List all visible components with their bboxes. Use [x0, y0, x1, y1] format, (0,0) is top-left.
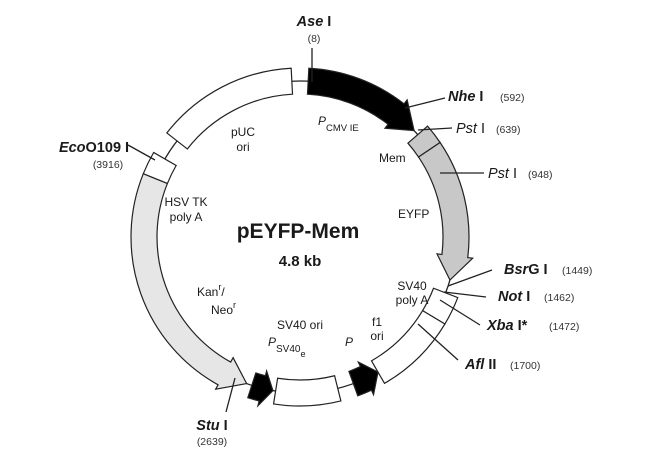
- site-not: Not I: [498, 289, 530, 305]
- site-stu: Stu I: [196, 418, 227, 434]
- label-hsv-1: HSV TK: [164, 195, 207, 209]
- site-eco-pos: (3916): [93, 159, 123, 171]
- leader-eco: [127, 144, 156, 161]
- sv40-ori-segment: [272, 375, 342, 407]
- plasmid-size: 4.8 kb: [279, 253, 322, 270]
- site-ase-pos: (8): [308, 33, 321, 45]
- label-sv40polya-2: poly A: [396, 293, 429, 307]
- site-pst1-pos: (639): [496, 124, 521, 136]
- f1-ori-segment: [370, 309, 446, 385]
- label-f1-1: f1: [372, 315, 382, 329]
- site-bsrg-pos: (1449): [562, 265, 592, 277]
- leader-stu: [225, 377, 236, 413]
- label-sv40polya-1: SV40: [397, 279, 427, 293]
- label-pcmv: PCMV IE: [318, 114, 359, 134]
- leader-nhe: [404, 97, 446, 109]
- site-xba: Xba I*: [486, 318, 528, 334]
- pcmv-promoter-arrow: [306, 67, 415, 132]
- site-xba-pos: (1472): [549, 321, 579, 333]
- label-f1-2: ori: [370, 329, 383, 343]
- psv40-promoter-arrow: [247, 368, 274, 408]
- label-p: P: [345, 335, 353, 349]
- label-sv40ori: SV40 ori: [277, 318, 323, 332]
- site-bsrg: BsrG I: [504, 262, 548, 278]
- puc-ori-segment: [165, 67, 294, 150]
- site-nhe-pos: (592): [500, 92, 525, 104]
- site-pst2: Pst I: [488, 166, 517, 182]
- label-kan: Kanr/: [197, 282, 225, 299]
- label-mem: Mem: [379, 151, 406, 165]
- leader-not: [443, 291, 487, 298]
- leader-xba: [439, 299, 481, 326]
- site-ase: Ase I: [296, 14, 332, 30]
- plasmid-name: pEYFP-Mem: [237, 220, 360, 243]
- p-promoter-arrow: [348, 360, 379, 397]
- leader-afl: [417, 323, 459, 361]
- site-nhe: Nhe I: [448, 89, 483, 105]
- site-leaders: [127, 48, 493, 413]
- label-hsv-2: poly A: [170, 210, 203, 224]
- label-psv40: PSV40e: [268, 335, 306, 359]
- label-puc-1: pUC: [231, 125, 255, 139]
- kan-neo-arrow: [130, 172, 248, 390]
- site-afl: Afl II: [464, 357, 496, 373]
- site-stu-pos: (2639): [197, 436, 227, 448]
- leader-bsrg: [447, 269, 493, 287]
- hsv-tk-polya-segment: [142, 151, 177, 185]
- site-pst2-pos: (948): [528, 169, 553, 181]
- label-neo: Neor: [211, 300, 236, 317]
- site-eco: EcoO109 I: [59, 140, 129, 156]
- leader-pst1: [417, 127, 453, 131]
- site-afl-pos: (1700): [510, 360, 540, 372]
- feature-segments: [130, 67, 475, 408]
- eyfp-arrow: [417, 141, 475, 281]
- label-eyfp: EYFP: [398, 207, 429, 221]
- site-not-pos: (1462): [544, 292, 574, 304]
- label-puc-2: ori: [236, 140, 249, 154]
- site-pst1: Pst I: [456, 121, 485, 137]
